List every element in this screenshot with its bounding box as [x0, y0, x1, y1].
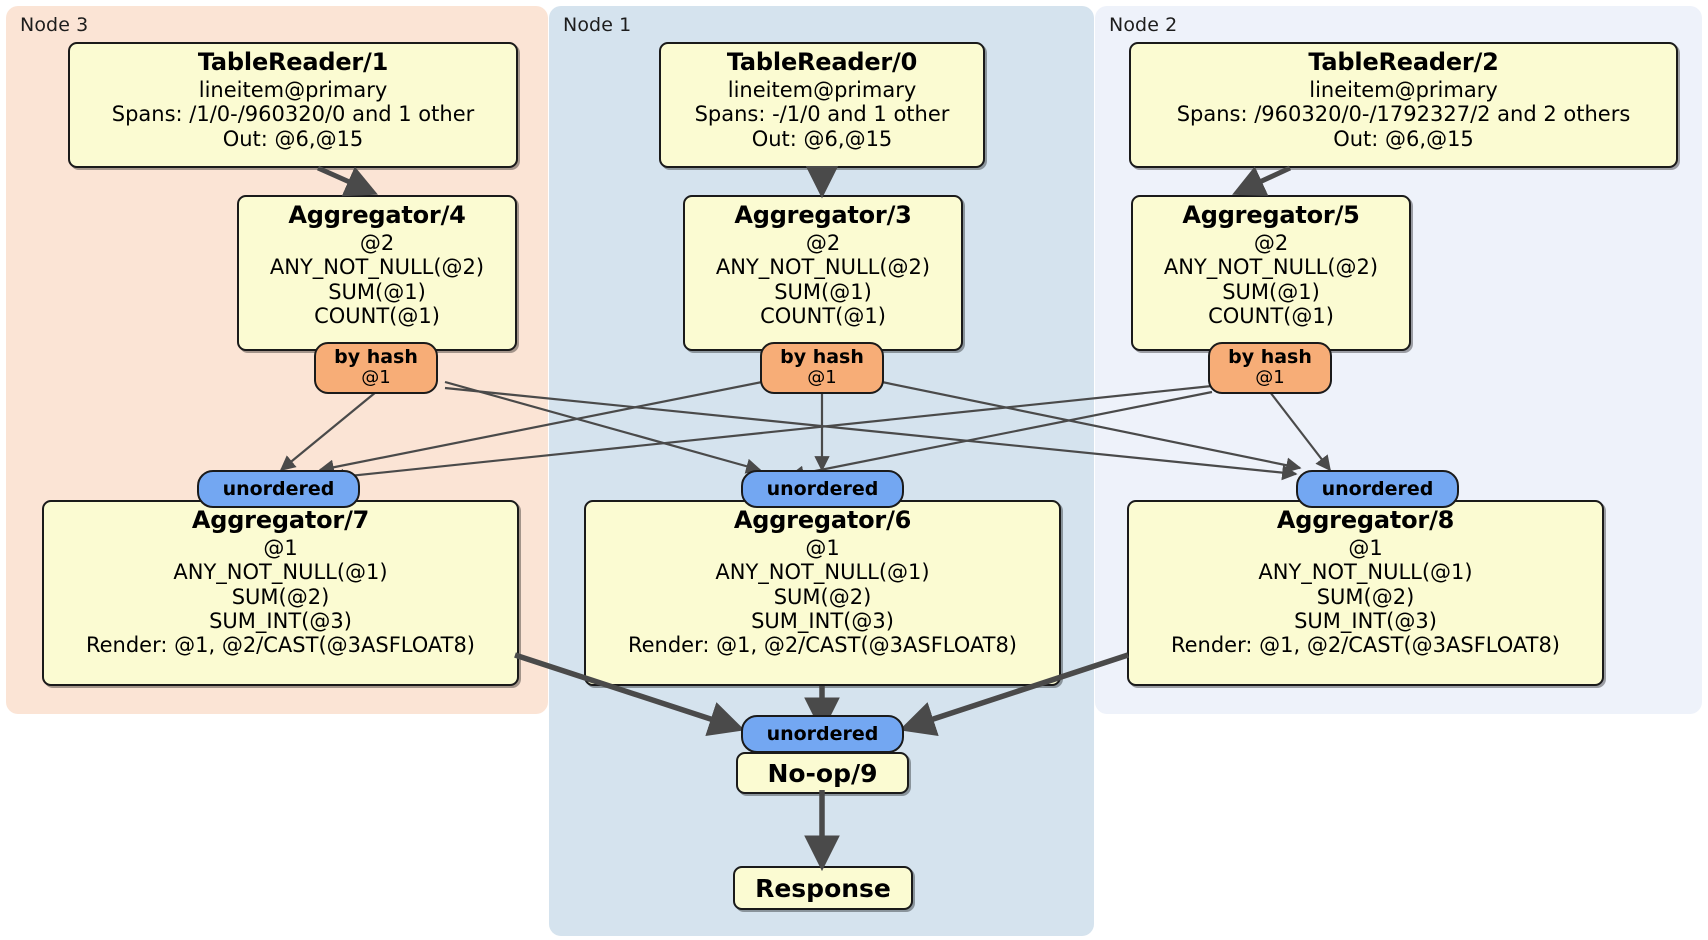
synchronizer-label: unordered: [766, 478, 879, 500]
processor-no-op-9[interactable]: No-op/9: [736, 752, 909, 794]
processor-aggregator-6[interactable]: Aggregator/6 @1 ANY_NOT_NULL(@1) SUM(@2)…: [584, 500, 1061, 686]
processor-detail-line: @1: [1348, 535, 1383, 560]
processor-table-reader-0[interactable]: TableReader/0 lineitem@primary Spans: -/…: [659, 42, 985, 168]
router-by-hash-right[interactable]: by hash @1: [1208, 342, 1332, 394]
processor-detail-line: ANY_NOT_NULL(@1): [715, 560, 930, 585]
processor-detail-line: COUNT(@1): [760, 303, 886, 328]
processor-title: Aggregator/8: [1276, 506, 1455, 534]
synchronizer-unordered-right[interactable]: unordered: [1296, 470, 1459, 508]
processor-detail-line: SUM(@2): [231, 584, 330, 609]
processor-detail-line: Out: @6,@15: [751, 126, 893, 151]
processor-detail-line: @1: [263, 535, 298, 560]
node-panel-label-node1: Node 1: [563, 14, 632, 36]
processor-detail-line: SUM(@2): [1316, 584, 1415, 609]
processor-detail-line: ANY_NOT_NULL(@2): [1163, 255, 1379, 280]
processor-detail-line: COUNT(@1): [1208, 303, 1334, 328]
processor-detail-line: Spans: /1/0-/960320/0 and 1 other: [111, 102, 475, 127]
processor-title: TableReader/0: [726, 48, 918, 76]
processor-aggregator-8[interactable]: Aggregator/8 @1 ANY_NOT_NULL(@1) SUM(@2)…: [1127, 500, 1604, 686]
processor-detail-line: SUM_INT(@3): [1294, 608, 1437, 633]
synchronizer-unordered-left[interactable]: unordered: [197, 470, 360, 508]
processor-detail-line: lineitem@primary: [1309, 77, 1498, 102]
router-label: by hash: [334, 346, 418, 368]
processor-title: No-op/9: [767, 758, 878, 788]
processor-render-line: Render: @1, @2/CAST(@3ASFLOAT8): [627, 633, 1018, 658]
synchronizer-label: unordered: [1321, 478, 1434, 500]
router-label: by hash: [1228, 346, 1312, 368]
processor-render-line: Render: @1, @2/CAST(@3ASFLOAT8): [85, 633, 476, 658]
router-by-hash-left[interactable]: by hash @1: [314, 342, 438, 394]
processor-detail-line: Spans: /960320/0-/1792327/2 and 2 others: [1176, 102, 1631, 127]
processor-detail-line: SUM_INT(@3): [209, 608, 352, 633]
synchronizer-label: unordered: [222, 478, 335, 500]
processor-title: Response: [755, 873, 891, 903]
synchronizer-label: unordered: [766, 723, 879, 745]
processor-detail-line: SUM(@2): [773, 584, 872, 609]
router-column: @1: [361, 366, 391, 388]
processor-table-reader-2[interactable]: TableReader/2 lineitem@primary Spans: /9…: [1129, 42, 1678, 168]
synchronizer-unordered-middle[interactable]: unordered: [741, 470, 904, 508]
processor-detail-line: lineitem@primary: [727, 77, 917, 102]
processor-title: Aggregator/5: [1182, 201, 1360, 229]
processor-detail-line: SUM(@1): [1222, 279, 1320, 304]
processor-aggregator-5[interactable]: Aggregator/5 @2 ANY_NOT_NULL(@2) SUM(@1)…: [1131, 195, 1411, 351]
processor-detail-line: @2: [359, 230, 395, 255]
processor-detail-line: @2: [805, 230, 841, 255]
router-by-hash-middle[interactable]: by hash @1: [760, 342, 884, 394]
processor-aggregator-3[interactable]: Aggregator/3 @2 ANY_NOT_NULL(@2) SUM(@1)…: [683, 195, 963, 351]
processor-detail-line: @1: [805, 535, 840, 560]
processor-render-line: Render: @1, @2/CAST(@3ASFLOAT8): [1170, 633, 1561, 658]
processor-title: TableReader/2: [1308, 48, 1499, 76]
router-label: by hash: [780, 346, 864, 368]
node-panel-label-node2: Node 2: [1109, 14, 1178, 36]
router-column: @1: [807, 366, 837, 388]
processor-aggregator-4[interactable]: Aggregator/4 @2 ANY_NOT_NULL(@2) SUM(@1)…: [237, 195, 517, 351]
processor-detail-line: ANY_NOT_NULL(@2): [269, 255, 485, 280]
processor-detail-line: SUM(@1): [774, 279, 872, 304]
router-column: @1: [1255, 366, 1285, 388]
synchronizer-unordered-final[interactable]: unordered: [741, 715, 904, 753]
processor-detail-line: @2: [1253, 230, 1289, 255]
processor-title: Aggregator/6: [733, 506, 912, 534]
processor-detail-line: COUNT(@1): [314, 303, 440, 328]
processor-title: Aggregator/4: [288, 201, 466, 229]
processor-detail-line: Out: @6,@15: [1333, 126, 1474, 151]
node-panel-label-node3: Node 3: [20, 14, 89, 36]
processor-response[interactable]: Response: [733, 866, 913, 910]
processor-title: Aggregator/3: [734, 201, 912, 229]
processor-title: Aggregator/7: [191, 506, 370, 534]
processor-title: TableReader/1: [197, 48, 389, 76]
processor-detail-line: ANY_NOT_NULL(@1): [173, 560, 388, 585]
processor-detail-line: lineitem@primary: [198, 77, 388, 102]
processor-detail-line: ANY_NOT_NULL(@2): [715, 255, 931, 280]
processor-detail-line: Spans: -/1/0 and 1 other: [694, 102, 950, 127]
processor-table-reader-1[interactable]: TableReader/1 lineitem@primary Spans: /1…: [68, 42, 518, 168]
processor-detail-line: ANY_NOT_NULL(@1): [1258, 560, 1473, 585]
processor-aggregator-7[interactable]: Aggregator/7 @1 ANY_NOT_NULL(@1) SUM(@2)…: [42, 500, 519, 686]
processor-detail-line: SUM_INT(@3): [751, 608, 894, 633]
processor-detail-line: Out: @6,@15: [222, 126, 364, 151]
processor-detail-line: SUM(@1): [328, 279, 426, 304]
